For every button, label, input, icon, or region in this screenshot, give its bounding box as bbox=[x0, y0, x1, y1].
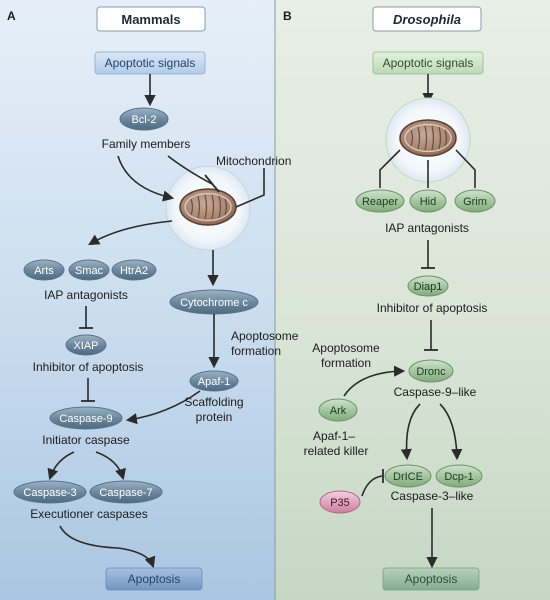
arrow-caspase9-to-caspase7 bbox=[95, 451, 126, 481]
scaffolding-line2: protein bbox=[196, 410, 233, 424]
caspase3-node bbox=[13, 480, 87, 504]
mitochondrion-icon-b bbox=[399, 119, 457, 157]
p35-node bbox=[319, 490, 361, 514]
panel-a-title-box bbox=[96, 6, 206, 32]
p35-label: P35 bbox=[330, 497, 350, 509]
mitochondrion-label: Mitochondrion bbox=[216, 154, 291, 168]
arrow-dronc-to-dcp1 bbox=[439, 403, 463, 461]
apaf1-label: Apaf-1 bbox=[198, 376, 230, 388]
apoptosis-label-b: Apoptosis bbox=[405, 572, 458, 586]
panel-b-title-box bbox=[372, 6, 482, 32]
apoptosis-label-a: Apoptosis bbox=[128, 572, 181, 586]
inhibit-p35-to-drice bbox=[361, 475, 383, 497]
reaper-label: Reaper bbox=[362, 196, 398, 208]
panel-b-title: Drosophila bbox=[393, 12, 461, 27]
iap-antagonists-label-b: IAP antagonists bbox=[385, 221, 469, 235]
ark-node bbox=[318, 398, 358, 422]
hid-label: Hid bbox=[420, 196, 437, 208]
arts-node bbox=[23, 259, 65, 281]
arrow-dronc-to-drice bbox=[400, 403, 421, 461]
arrow-caspase9-to-caspase3 bbox=[47, 451, 75, 481]
diap1-description: Inhibitor of apoptosis bbox=[377, 301, 488, 315]
mitochondrion-leader-line bbox=[235, 168, 265, 208]
diap1-label: Diap1 bbox=[414, 281, 443, 293]
inhibit-bcl2-to-mito bbox=[167, 155, 213, 185]
panel-b-background bbox=[275, 0, 550, 600]
caspase9-node bbox=[49, 406, 123, 430]
dcp1-node bbox=[435, 464, 483, 488]
apoptosome-line2-b: formation bbox=[321, 356, 371, 370]
apoptotic-signals-label-b: Apoptotic signals bbox=[383, 56, 474, 70]
apoptosome-line1-b: Apoptosome bbox=[312, 341, 380, 355]
arrow-apaf1-to-caspase9 bbox=[125, 390, 201, 425]
line-mito-to-grim bbox=[455, 149, 476, 188]
line-mito-to-reaper bbox=[379, 149, 401, 188]
panel-a-letter: A bbox=[7, 9, 16, 23]
arrow-bcl2-left-to-mito bbox=[117, 155, 175, 202]
bcl2-label: Bcl-2 bbox=[131, 114, 156, 126]
arrow-executioners-to-apoptosis bbox=[59, 525, 156, 569]
cytochrome-c-label: Cytochrome c bbox=[180, 297, 248, 309]
arts-label: Arts bbox=[34, 265, 54, 277]
xiap-label: XIAP bbox=[73, 340, 98, 352]
apoptosis-box-b bbox=[382, 567, 480, 591]
drice-label: DrICE bbox=[393, 471, 423, 483]
htra2-node bbox=[111, 259, 157, 281]
smac-node bbox=[68, 259, 110, 281]
diap1-node bbox=[407, 275, 449, 297]
xiap-node bbox=[65, 334, 107, 356]
caspase9-like-label: Caspase-9–like bbox=[394, 385, 477, 399]
caspase7-label: Caspase-7 bbox=[99, 487, 152, 499]
caspase7-node bbox=[89, 480, 163, 504]
grim-label: Grim bbox=[463, 196, 487, 208]
ark-description-line1: Apaf-1– bbox=[313, 429, 355, 443]
caspase3-label: Caspase-3 bbox=[23, 487, 76, 499]
apoptosome-line2-a: formation bbox=[231, 344, 281, 358]
iap-antagonists-label-a: IAP antagonists bbox=[44, 288, 128, 302]
hid-node bbox=[409, 189, 447, 213]
grim-node bbox=[454, 189, 496, 213]
dronc-label: Dronc bbox=[416, 366, 446, 378]
reaper-node bbox=[355, 189, 405, 213]
xiap-description: Inhibitor of apoptosis bbox=[33, 360, 144, 374]
htra2-label: HtrA2 bbox=[120, 265, 148, 277]
caspase3-like-label: Caspase-3–like bbox=[391, 489, 474, 503]
ark-label: Ark bbox=[330, 405, 347, 417]
apaf1-node bbox=[189, 370, 239, 392]
arrow-mito-to-iap-antagonists bbox=[88, 220, 173, 246]
panel-a-title: Mammals bbox=[121, 12, 180, 27]
drice-node bbox=[384, 464, 432, 488]
arrow-ark-to-dronc bbox=[343, 365, 406, 397]
dcp1-label: Dcp-1 bbox=[444, 471, 473, 483]
family-members-label: Family members bbox=[102, 137, 191, 151]
apoptosis-box-a bbox=[105, 567, 203, 591]
apoptotic-signals-label-a: Apoptotic signals bbox=[105, 56, 196, 70]
initiator-caspase-label: Initiator caspase bbox=[42, 433, 130, 447]
executioner-caspases-label: Executioner caspases bbox=[30, 507, 147, 521]
scaffolding-line1: Scaffolding bbox=[184, 395, 243, 409]
mitochondrion-icon-a bbox=[179, 188, 237, 226]
ark-description-line2: related killer bbox=[304, 444, 369, 458]
panel-b-letter: B bbox=[283, 9, 292, 23]
dronc-node bbox=[408, 359, 454, 383]
bcl2-node bbox=[119, 107, 169, 131]
inhibit-bar-bcl2 bbox=[204, 174, 220, 193]
smac-label: Smac bbox=[75, 265, 104, 277]
caspase9-label: Caspase-9 bbox=[59, 413, 112, 425]
apoptosome-line1-a: Apoptosome bbox=[231, 329, 299, 343]
